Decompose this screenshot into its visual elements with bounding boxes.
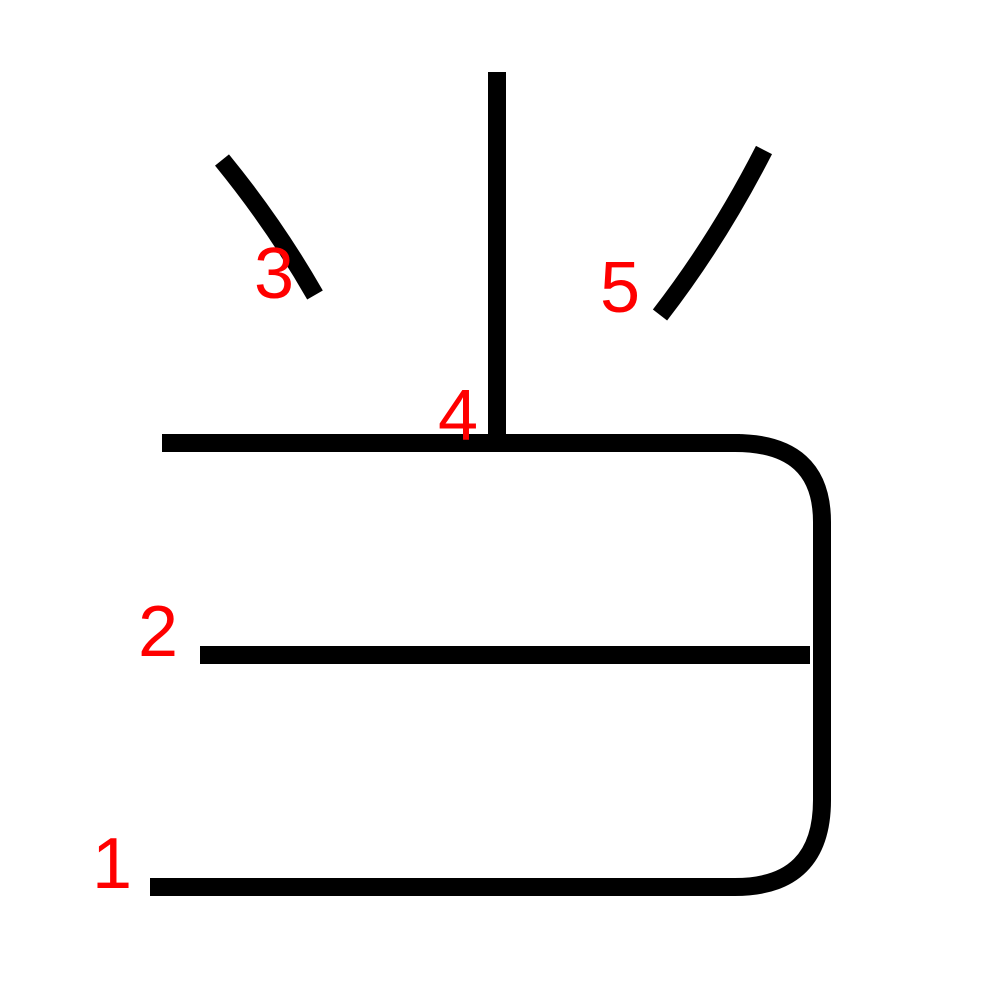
stroke-3-path bbox=[215, 154, 323, 300]
stroke-4-label: 4 bbox=[438, 376, 478, 456]
stroke-5-path bbox=[652, 145, 773, 321]
stroke-2-label: 2 bbox=[138, 592, 178, 672]
stroke-5-label: 5 bbox=[600, 248, 640, 328]
stroke-1-path bbox=[150, 434, 831, 896]
stroke-1-label: 1 bbox=[92, 824, 132, 904]
stroke-3-label: 3 bbox=[254, 234, 294, 314]
